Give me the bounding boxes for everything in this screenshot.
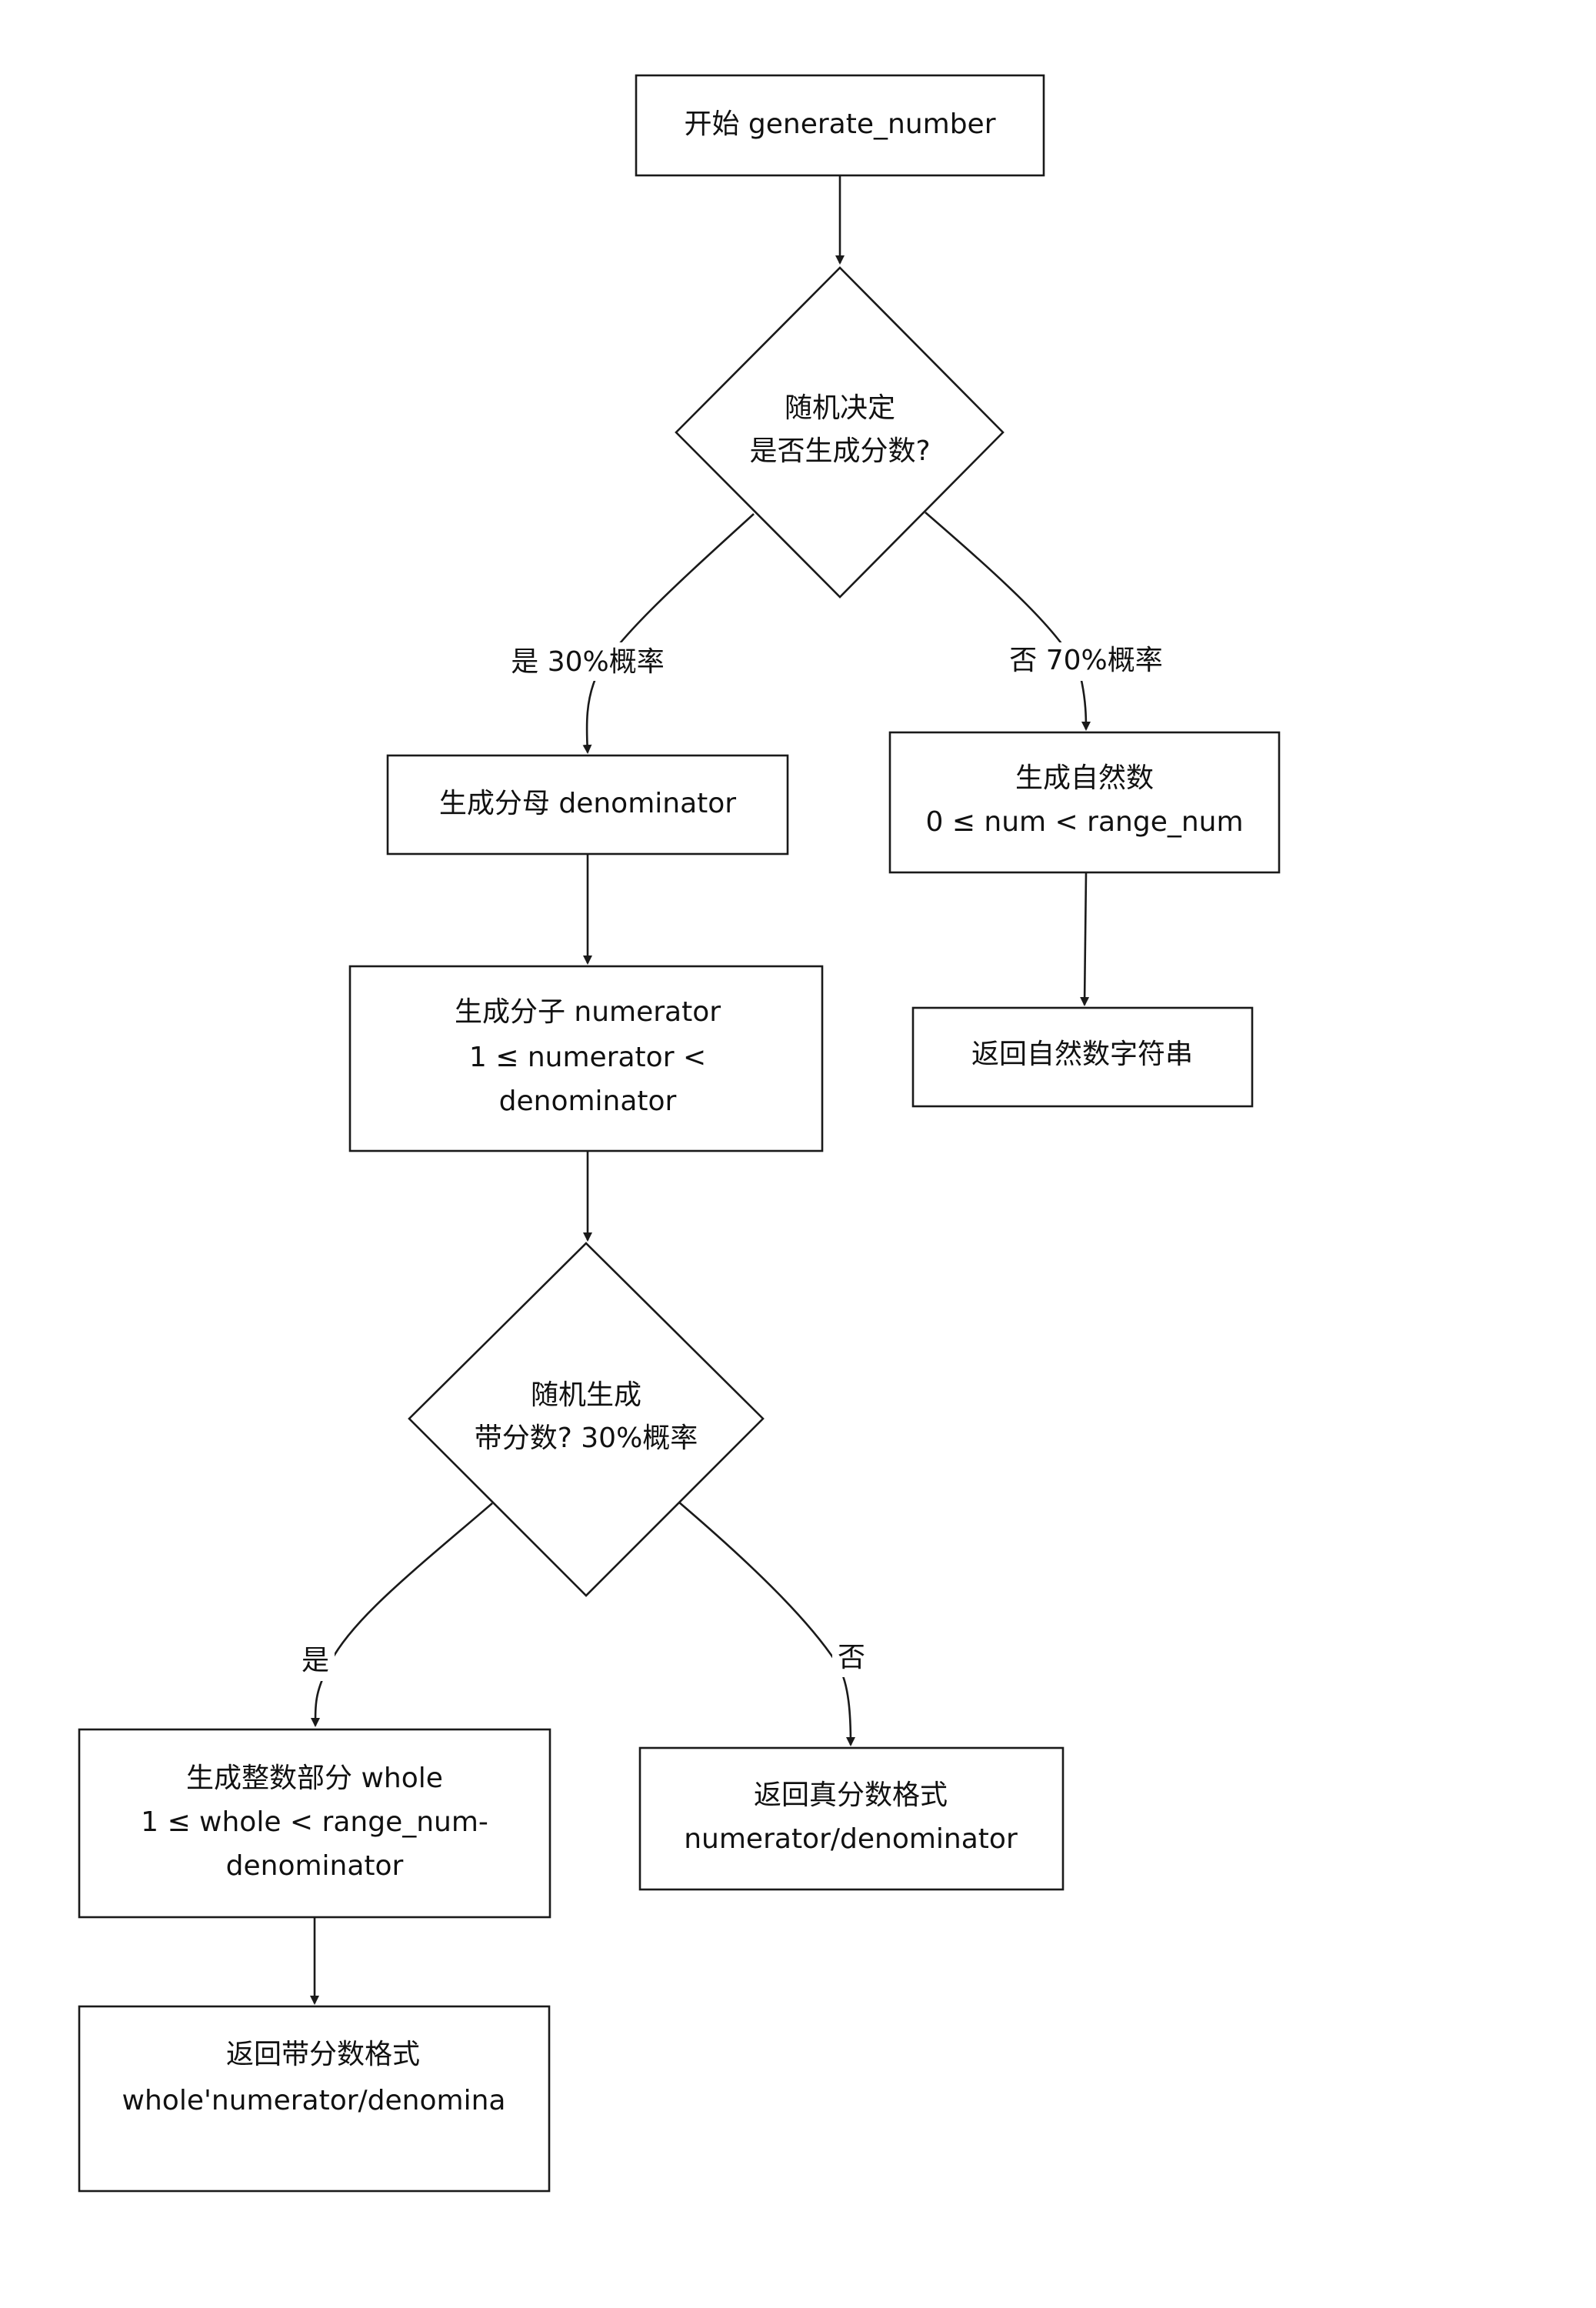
node-gen-natural: 生成自然数 0 ≤ num < range_num — [888, 731, 1281, 874]
node-gen-whole-line-3: denominator — [226, 1850, 404, 1882]
node-decide-mixed: 随机生成 带分数? 30%概率 — [408, 1242, 765, 1597]
node-decide-fraction-line-1: 随机决定 — [785, 392, 895, 424]
node-decide-mixed-line-1: 随机生成 — [531, 1379, 641, 1411]
node-return-mixed-line-2: whole'numerator/denomina — [122, 2085, 506, 2116]
edge-labels: 是 30%概率 否 70%概率 是 否 — [296, 642, 1165, 1681]
node-return-natural-line-1: 返回自然数字符串 — [971, 1039, 1193, 1070]
node-gen-denominator: 生成分母 denominator — [386, 754, 789, 855]
node-gen-natural-line-1: 生成自然数 — [1015, 762, 1154, 794]
node-gen-numerator-line-1: 生成分子 numerator — [455, 996, 721, 1028]
node-return-natural: 返回自然数字符串 — [911, 1006, 1254, 1108]
node-decide-fraction: 随机决定 是否生成分数? — [675, 266, 1005, 599]
edge-decide-fraction-yes — [582, 513, 755, 754]
node-gen-whole-line-1: 生成整数部分 whole — [186, 1763, 443, 1794]
edge-decide-mixed-yes — [311, 1503, 493, 1727]
node-gen-whole: 生成整数部分 whole 1 ≤ whole < range_num- deno… — [78, 1728, 551, 1919]
edge-natural-to-return — [1080, 872, 1090, 1006]
edge-label-fraction-yes: 是 30%概率 — [511, 646, 664, 678]
node-start: 开始 generate_number — [635, 74, 1045, 177]
node-gen-whole-line-2: 1 ≤ whole < range_num- — [141, 1806, 488, 1838]
node-return-mixed-line-1: 返回带分数格式 — [226, 2039, 420, 2070]
node-return-proper: 返回真分数格式 numerator/denominator — [638, 1746, 1065, 1891]
node-gen-numerator-line-2: 1 ≤ numerator < — [469, 1042, 706, 1073]
node-gen-numerator: 生成分子 numerator 1 ≤ numerator < denominat… — [348, 965, 824, 1152]
node-gen-natural-line-2: 0 ≤ num < range_num — [925, 806, 1243, 838]
node-return-proper-line-1: 返回真分数格式 — [754, 1779, 948, 1811]
node-start-line-1: 开始 generate_number — [684, 108, 995, 140]
node-decide-mixed-line-2: 带分数? 30%概率 — [475, 1422, 698, 1454]
edge-label-mixed-no: 否 — [838, 1642, 865, 1673]
nodes: 开始 generate_number 随机决定 是否生成分数? 生成分母 den… — [78, 74, 1281, 2193]
node-decide-fraction-line-2: 是否生成分数? — [749, 435, 930, 467]
edge-label-mixed-yes: 是 — [302, 1645, 329, 1676]
node-return-proper-line-2: numerator/denominator — [684, 1823, 1018, 1855]
node-gen-numerator-line-3: denominator — [499, 1086, 677, 1117]
edge-label-fraction-no: 否 70%概率 — [1009, 645, 1162, 676]
node-return-mixed: 返回带分数格式 whole'numerator/denomina — [78, 2005, 551, 2193]
node-gen-denominator-line-1: 生成分母 denominator — [439, 788, 736, 819]
edge-decide-fraction-no — [925, 512, 1091, 731]
edge-decide-mixed-no — [678, 1501, 855, 1746]
